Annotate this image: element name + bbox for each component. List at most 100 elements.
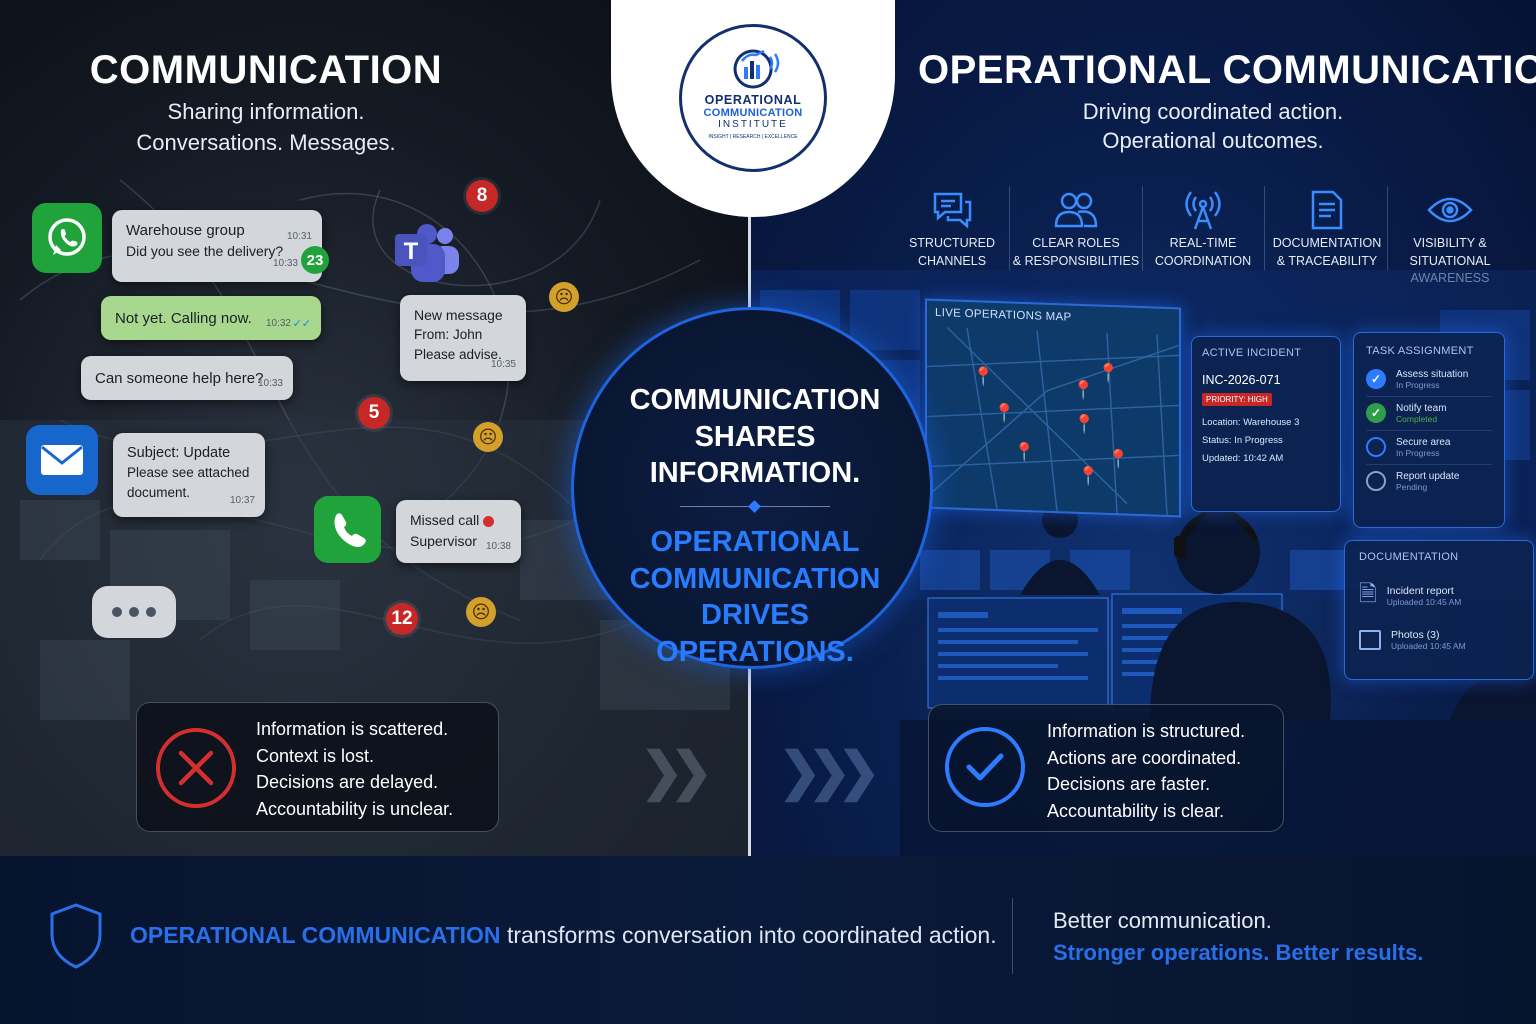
feature-label: REAL-TIME COORDINATION: [1154, 236, 1252, 268]
check-circle-icon[interactable]: ✓: [1366, 403, 1386, 423]
email-icon[interactable]: [26, 425, 98, 495]
map-pin-icon[interactable]: 📍: [972, 366, 995, 387]
logo-tagline: INSIGHT | RESEARCH | EXCELLENCE: [708, 134, 798, 140]
map-title: LIVE OPERATIONS MAP: [935, 306, 1072, 324]
diamond-icon: [748, 500, 761, 513]
left-title: COMMUNICATION: [89, 48, 443, 92]
status-line: Accountability is clear.: [1047, 800, 1225, 821]
feature-documentation: DOCUMENTATION & TRACEABILITY: [1268, 185, 1386, 270]
message-time: 10:31: [286, 231, 312, 242]
logo-line-2: COMMUNICATION: [703, 107, 803, 119]
feature-label: STRUCTURED CHANNELS: [908, 236, 996, 268]
incident-location: Location: Warehouse 3: [1202, 417, 1300, 428]
teams-icon[interactable]: T: [393, 222, 461, 284]
map-pin-icon[interactable]: 📍: [1073, 413, 1096, 435]
message-time: 10:33: [272, 258, 298, 269]
map-pin-icon[interactable]: 📍: [1072, 379, 1095, 401]
live-operations-map[interactable]: LIVE OPERATIONS MAP 📍 📍 📍 📍 📍 📍 📍 📍: [925, 298, 1181, 518]
svg-text:T: T: [404, 238, 419, 265]
phone-icon[interactable]: [314, 496, 381, 563]
logo-container: OPERATIONAL COMMUNICATION INSTITUTE INSI…: [611, 0, 895, 217]
active-incident-panel[interactable]: ACTIVE INCIDENT INC-2026-071 PRIORITY: H…: [1191, 336, 1341, 512]
missed-call-label: Missed call: [410, 512, 480, 528]
message-text: Can someone help here?: [95, 370, 264, 387]
left-subtitle-2: Conversations. Messages.: [136, 130, 396, 155]
message-group-title: Warehouse group: [126, 222, 245, 239]
center-message-circle: COMMUNICATION SHARES INFORMATION. OPERAT…: [571, 307, 933, 669]
institute-logo: OPERATIONAL COMMUNICATION INSTITUTE INSI…: [679, 24, 827, 172]
whatsapp-icon[interactable]: [32, 203, 102, 273]
notification-badge: 8: [466, 180, 498, 212]
doc-name: Photos (3): [1391, 629, 1440, 641]
eye-icon: [1425, 185, 1475, 235]
task-state: In Progress: [1396, 380, 1440, 390]
status-line: Context is lost.: [256, 745, 375, 766]
feature-label: DOCUMENTATION & TRACEABILITY: [1272, 236, 1382, 268]
task-name: Secure area: [1396, 437, 1451, 448]
empty-circle-icon[interactable]: [1366, 437, 1386, 457]
chevrons-right-icon: ❯❯❯: [778, 743, 881, 801]
frowning-face-icon: ☹: [473, 422, 503, 452]
center-top-line: COMMUNICATION: [629, 384, 881, 416]
check-circle-icon[interactable]: ✓: [1366, 369, 1386, 389]
missed-call-message[interactable]: Missed call Supervisor 10:38: [396, 500, 521, 563]
chat-bubbles-icon: [927, 185, 977, 235]
status-line: Information is scattered.: [256, 719, 449, 739]
feature-label: CLEAR ROLES & RESPONSIBILITIES: [1012, 236, 1140, 268]
doc-item[interactable]: Photos (3)Uploaded 10:45 AM: [1359, 629, 1519, 651]
map-pin-icon[interactable]: 📍: [1013, 441, 1036, 463]
help-message[interactable]: Can someone help here? 10:33: [81, 356, 293, 400]
center-statement-bottom: OPERATIONAL COMMUNICATION DRIVES OPERATI…: [574, 524, 936, 670]
map-pin-icon[interactable]: 📍: [1107, 448, 1130, 470]
logo-line-3: INSTITUTE: [718, 119, 788, 130]
status-line: Accountability is unclear.: [256, 798, 454, 819]
priority-badge: PRIORITY: HIGH: [1202, 393, 1272, 406]
status-line: Actions are coordinated.: [1047, 747, 1242, 768]
teams-message[interactable]: New message From: John Please advise. 10…: [400, 295, 526, 381]
notification-badge: 5: [358, 397, 390, 429]
doc-name: Incident report: [1386, 585, 1454, 597]
center-bottom-line: OPERATIONAL: [650, 526, 860, 558]
footer-statement: OPERATIONAL COMMUNICATION transforms con…: [130, 922, 997, 949]
left-subtitle-1: Sharing information.: [167, 99, 365, 124]
footer-right-line-1: Better communication.: [1053, 908, 1272, 933]
task-state: In Progress: [1396, 448, 1440, 458]
email-body-1: Please see attached: [127, 465, 250, 480]
message-time: 10:37: [229, 495, 255, 506]
angry-face-icon: ☹: [466, 597, 496, 627]
right-subtitle-1: Driving coordinated action.: [1082, 99, 1344, 124]
task-state: Pending: [1396, 482, 1428, 492]
typing-indicator-icon: [92, 586, 176, 638]
center-statement-top: COMMUNICATION SHARES INFORMATION.: [574, 382, 936, 492]
shield-icon: [48, 902, 104, 975]
map-pin-icon[interactable]: 📍: [1077, 465, 1100, 487]
reply-message[interactable]: Not yet. Calling now. 10:32 ✓✓: [101, 296, 321, 340]
left-status-box: Information is scattered. Context is los…: [136, 702, 499, 832]
chevrons-right-icon: ❯❯: [640, 743, 713, 801]
task-panel-title: TASK ASSIGNMENT: [1366, 345, 1474, 357]
map-pin-icon[interactable]: 📍: [1097, 362, 1120, 384]
feature-real-time-coordination: REAL-TIME COORDINATION: [1148, 185, 1258, 270]
teams-message-from: From: John: [414, 327, 483, 342]
communication-panel: COMMUNICATION Sharing information. Conve…: [0, 0, 750, 856]
teams-message-text: Please advise.: [414, 347, 502, 362]
doc-meta: Uploaded 10:45 AM: [1386, 597, 1462, 607]
feature-clear-roles: CLEAR ROLES & RESPONSIBILITIES: [1012, 185, 1140, 270]
x-mark-icon: [156, 728, 236, 808]
whatsapp-message[interactable]: Warehouse group Did you see the delivery…: [112, 210, 322, 282]
empty-circle-icon[interactable]: [1366, 471, 1386, 491]
task-name: Notify team: [1396, 403, 1447, 414]
task-name: Assess situation: [1396, 369, 1469, 380]
footer-banner: OPERATIONAL COMMUNICATION transforms con…: [0, 856, 1536, 1024]
people-icon: [1051, 185, 1101, 235]
email-message[interactable]: Subject: Update Please see attached docu…: [113, 433, 265, 517]
incident-panel-title: ACTIVE INCIDENT: [1202, 347, 1302, 359]
map-pin-icon[interactable]: 📍: [993, 402, 1016, 424]
